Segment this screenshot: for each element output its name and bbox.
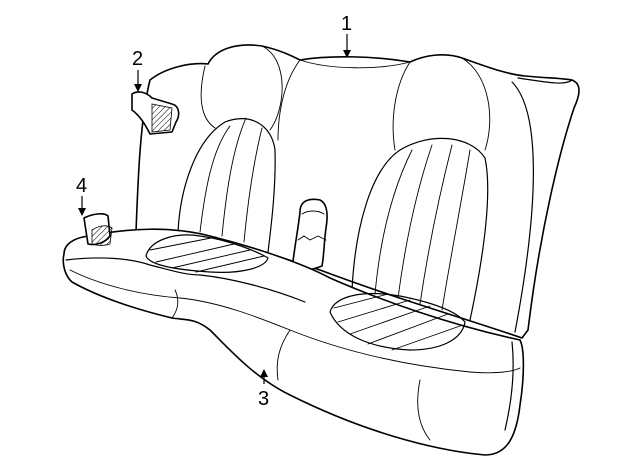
belt-guide xyxy=(83,213,113,246)
callout-4-label: 4 xyxy=(76,175,87,197)
latch-bracket xyxy=(131,91,180,135)
callout-2-label: 2 xyxy=(132,48,143,70)
callout-3-label: 3 xyxy=(258,388,269,410)
callout-3: 3 xyxy=(258,369,269,410)
callout-4: 4 xyxy=(76,175,87,216)
callout-2: 2 xyxy=(132,48,143,92)
callout-1: 1 xyxy=(341,13,352,58)
seat-back xyxy=(135,44,580,339)
callout-1-label: 1 xyxy=(341,13,352,35)
seat-cushion xyxy=(62,228,525,456)
